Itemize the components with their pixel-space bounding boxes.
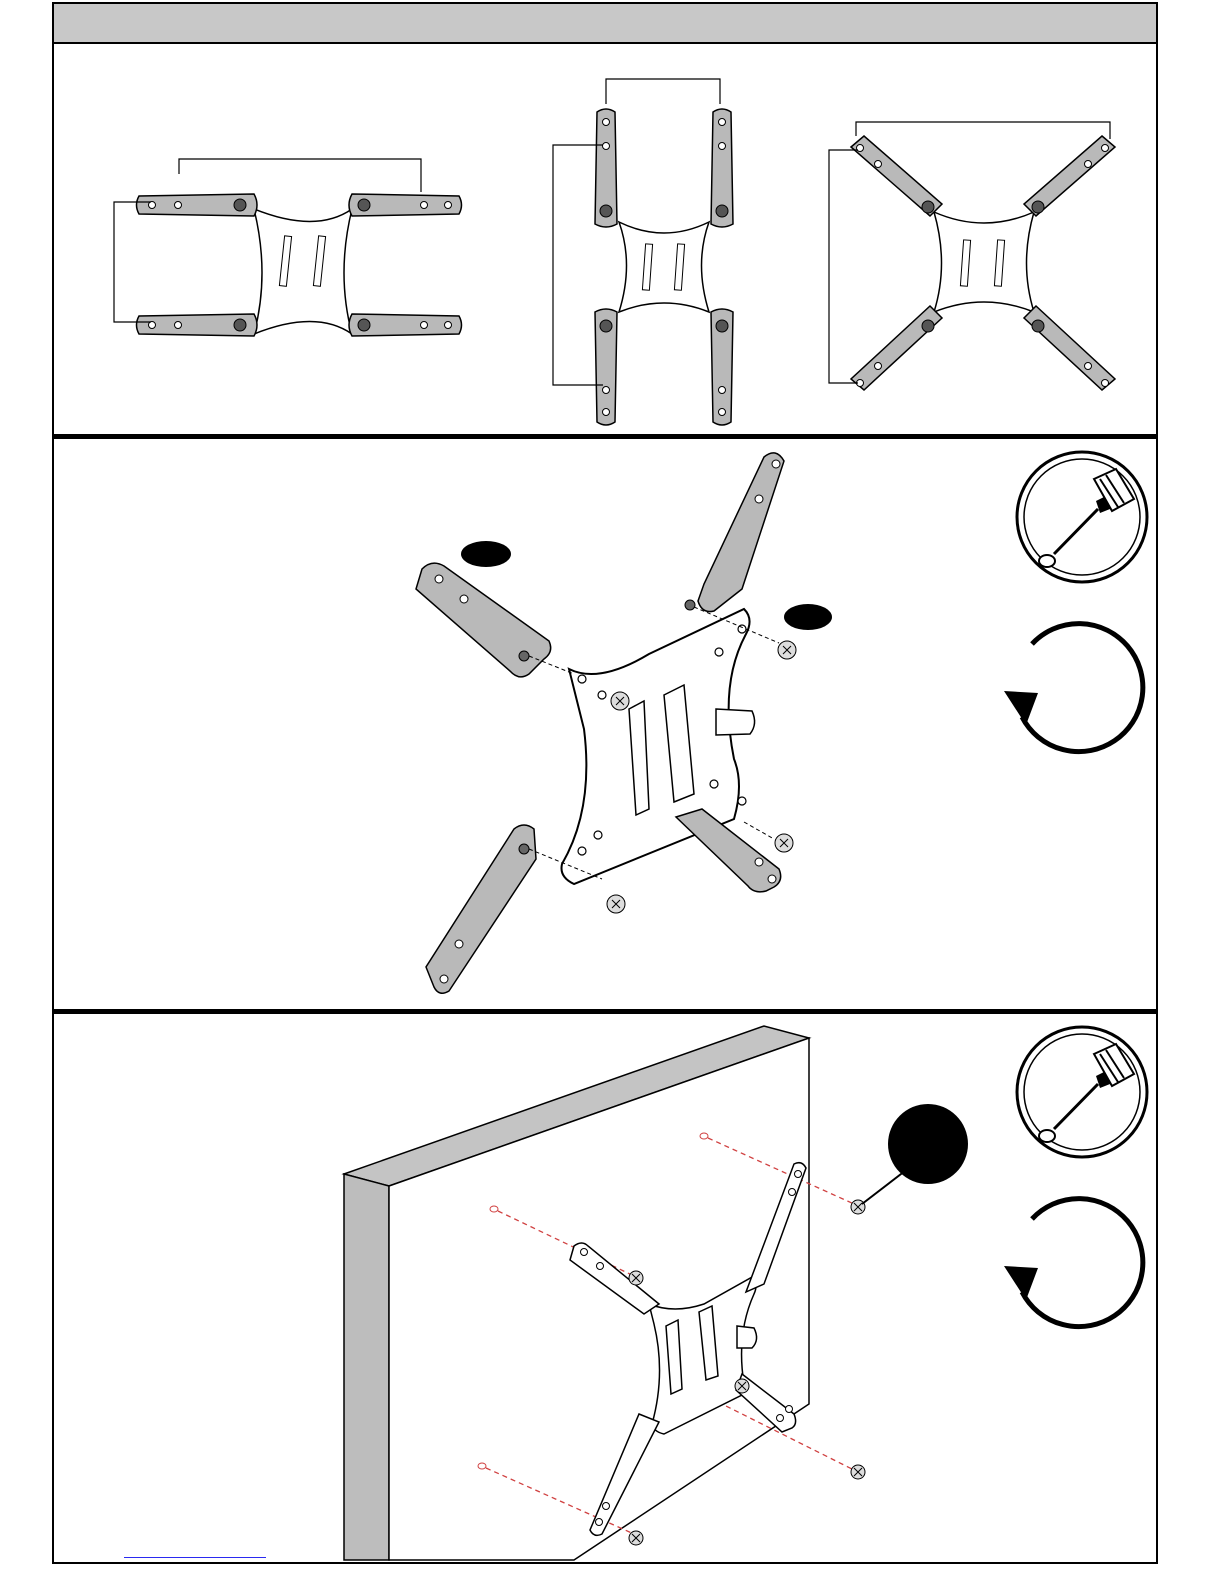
clockwise-arrow-icon: [1004, 624, 1143, 752]
plate-tab: [716, 709, 755, 735]
attach-arms-diagram: [54, 439, 1156, 1009]
step1-panel: [54, 44, 1156, 434]
instruction-sheet: [52, 2, 1158, 1564]
header-bar: [54, 4, 1156, 44]
screwdriver-icon: [1017, 452, 1147, 582]
clockwise-arrow-icon: [1004, 1199, 1143, 1327]
screw: [607, 895, 625, 913]
mount-to-display-diagram: [54, 1014, 1156, 1562]
display-side: [344, 1174, 389, 1560]
screw: [775, 834, 793, 852]
bracket-arm: [851, 306, 942, 390]
step2-panel: [54, 439, 1156, 1009]
config-diagonal: [829, 122, 1115, 390]
bracket-configurations-diagram: [54, 44, 1156, 434]
center-plate: [254, 209, 352, 334]
footer-link-underline[interactable]: [124, 1557, 266, 1558]
center-plate: [934, 212, 1034, 312]
config-vertical: [553, 79, 733, 425]
center-plate: [619, 222, 709, 312]
bracket-arm: [698, 453, 784, 612]
screw: [629, 1271, 643, 1285]
callout-marker-a: [461, 541, 511, 567]
bracket-arm: [1024, 306, 1115, 390]
config-horizontal: [114, 159, 462, 336]
screw: [629, 1531, 643, 1545]
step3-panel: [54, 1014, 1156, 1562]
screwdriver-icon: [1017, 1027, 1147, 1157]
screw: [611, 692, 629, 710]
plate-tab: [737, 1326, 757, 1348]
callout-marker-b: [784, 604, 832, 630]
screw: [778, 641, 796, 659]
screw: [851, 1465, 865, 1479]
screw: [735, 1379, 749, 1393]
callout-marker: [888, 1104, 968, 1184]
